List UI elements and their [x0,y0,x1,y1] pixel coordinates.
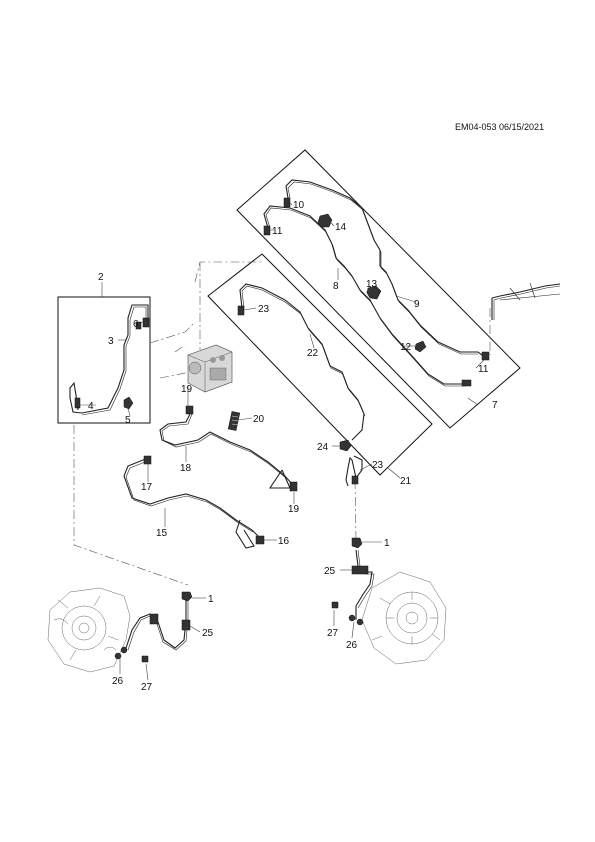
callout-13: 13 [366,279,378,290]
callout-17: 17 [141,482,153,493]
callout-25-left: 25 [202,628,214,639]
callout-8: 8 [333,281,339,292]
brake-line-22 [239,283,366,441]
callout-6: 6 [133,319,139,330]
clip-14 [317,213,333,228]
abs-modulator-icon [187,344,233,393]
document-code: EM04-053 06/15/2021 [455,122,545,132]
callout-14: 14 [335,222,347,233]
callout-20: 20 [253,414,265,425]
brake-line-23-lower [345,455,363,487]
brake-hose-25-right [351,549,375,620]
callout-1-left: 1 [208,594,214,605]
callout-19-upper: 19 [181,384,193,395]
callout-5: 5 [125,415,131,426]
fitting-6 [135,317,150,330]
frame-group-21 [207,253,433,476]
fitting-23-upper [237,305,245,316]
callout-12: 12 [400,342,412,353]
callout-16: 16 [278,536,290,547]
brake-line-15 [123,457,263,549]
callout-26-right: 26 [346,640,358,651]
callout-24: 24 [317,442,329,453]
callout-21: 21 [400,476,412,487]
callout-7: 7 [492,400,498,411]
brake-line-9 [285,179,487,359]
callout-22: 22 [307,348,319,359]
fitting-11-upper [263,225,271,236]
callout-10: 10 [293,200,305,211]
fitting-1-left [181,591,193,602]
callouts: 2 3 4 5 6 7 8 9 10 11 11 12 13 14 15 16 … [88,200,498,693]
fitting-4 [74,397,81,409]
brake-line-8 [263,205,466,387]
callout-4: 4 [88,401,94,412]
callout-11-upper: 11 [272,226,283,237]
clip-12 [414,340,427,353]
bolt-26-left [114,646,128,660]
fitting-19-upper [185,405,194,415]
callout-27-right: 27 [327,628,339,639]
callout-2: 2 [98,272,104,283]
fitting-17 [143,455,152,465]
brake-hose-25-left [125,600,191,651]
fitting-19-lower [289,481,298,492]
knuckle-assembly-left [47,587,131,673]
callout-3: 3 [108,336,114,347]
bolt-26-right [348,614,364,626]
clip-13 [366,285,382,300]
fitting-10 [283,197,291,208]
frame-group-2 [57,296,151,424]
callout-27-left: 27 [141,682,153,693]
knuckle-assembly-right [361,571,447,665]
clip-20 [227,411,241,431]
callout-15: 15 [156,528,168,539]
callout-1-right: 1 [384,538,390,549]
clip-24 [339,439,352,452]
body-line-right [491,282,561,320]
callout-11-lower: 11 [478,364,489,375]
callout-18: 18 [180,463,192,474]
bolt-27-right [331,601,339,609]
bolt-27-left [141,655,149,663]
callout-23-lower: 23 [372,460,384,471]
fitting-11-lower [461,351,490,387]
brake-line-18 [159,413,293,489]
callout-26-left: 26 [112,676,124,687]
callout-9: 9 [414,299,420,310]
frame-group-7 [236,149,521,429]
clip-5 [123,396,134,410]
phantom-lines [73,261,491,586]
callout-19-lower: 19 [288,504,300,515]
brake-line-3 [69,304,149,416]
fitting-23-lower [351,475,359,485]
callout-leaders [78,202,485,681]
callout-25-right: 25 [324,566,336,577]
fitting-1-right [351,537,363,549]
callout-23-upper: 23 [258,304,270,315]
fitting-16 [255,535,265,545]
